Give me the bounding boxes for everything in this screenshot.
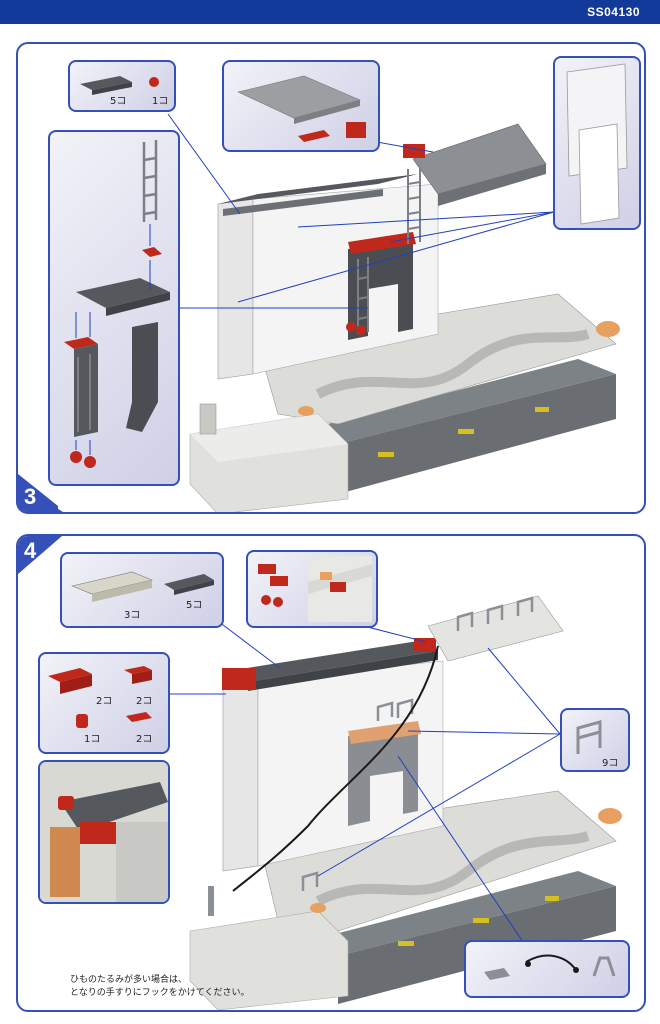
qty-brick-2x2: 2コ bbox=[136, 696, 153, 707]
qty-plate: 5コ bbox=[186, 600, 203, 611]
product-code: SS04130 bbox=[587, 5, 640, 19]
step-3-parts-inset-plate: 5コ 1コ bbox=[68, 60, 176, 112]
qty-brick-2x4: 2コ bbox=[96, 696, 113, 707]
step-4-number: 4 bbox=[24, 538, 37, 563]
qty-slope-small: 2コ bbox=[136, 734, 153, 745]
step-3-parts-inset-large-plate bbox=[222, 60, 380, 152]
header-bar: SS04130 bbox=[0, 0, 660, 24]
step-3-model-illustration bbox=[167, 113, 620, 512]
qty-fence: 9コ bbox=[602, 758, 619, 769]
qty-slope: 3コ bbox=[124, 610, 141, 621]
step-4-panel: 4 bbox=[16, 534, 646, 1012]
step-3-badge bbox=[18, 474, 63, 512]
qty-round: 1コ bbox=[84, 734, 101, 745]
step-3-parts-inset-panels bbox=[553, 56, 641, 230]
qty-round: 1コ bbox=[152, 96, 169, 107]
step-4-badge bbox=[18, 536, 62, 574]
step-3-parts-inset-arch bbox=[48, 130, 180, 486]
step-3-panel: 3 bbox=[16, 42, 646, 514]
qty-plate: 5コ bbox=[110, 96, 127, 107]
note-line-1: ひものたるみが多い場合は、 bbox=[70, 975, 188, 985]
step-4-parts-inset-cable bbox=[464, 940, 630, 998]
note-line-2: となりの手すりにフックをかけてください。 bbox=[70, 988, 250, 998]
step-4-parts-inset-bricks: 2コ 2コ 1コ 2コ bbox=[38, 652, 170, 754]
step-3-number: 3 bbox=[24, 484, 37, 509]
step-4-model-illustration bbox=[166, 595, 622, 1010]
step-4-parts-inset-corner bbox=[246, 550, 378, 628]
step-4-parts-inset-slope: 3コ 5コ bbox=[60, 552, 224, 628]
cable-slack-note: ひものたるみが多い場合は、 となりの手すりにフックをかけてください。 bbox=[70, 974, 249, 1000]
step-4-parts-inset-closeup bbox=[38, 760, 170, 904]
step-4-parts-inset-fence: 9コ bbox=[560, 708, 630, 772]
